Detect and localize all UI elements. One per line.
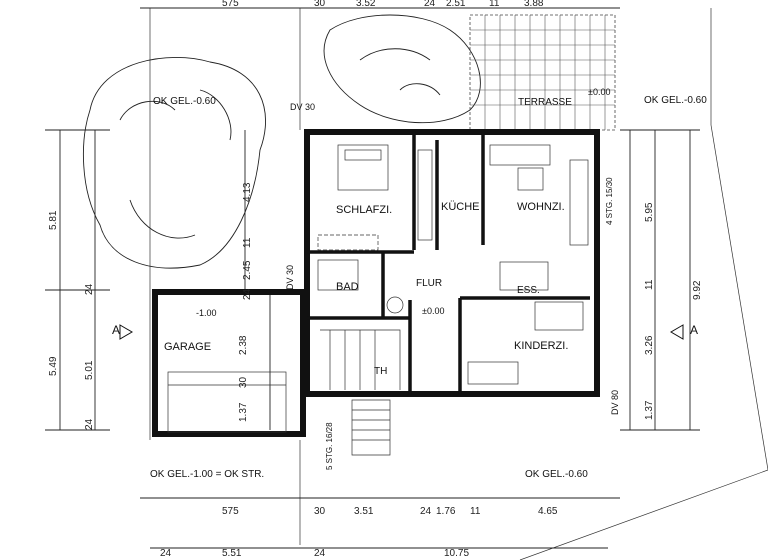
svg-text:5.81: 5.81: [48, 210, 59, 230]
svg-text:30: 30: [314, 0, 326, 9]
svg-text:5.51: 5.51: [222, 548, 242, 559]
level-terrasse: ±0.00: [588, 87, 610, 97]
section-arrow-right: [670, 324, 684, 340]
furniture: [317, 144, 589, 456]
svg-text:11: 11: [470, 506, 481, 517]
level-flur: ±0.00: [422, 306, 444, 316]
svg-text:9.92: 9.92: [692, 280, 703, 300]
svg-text:2.45: 2.45: [242, 260, 253, 280]
svg-text:2.51: 2.51: [446, 0, 466, 9]
svg-text:30: 30: [238, 376, 249, 388]
marker-dv-right: DV 80: [610, 390, 620, 415]
level-bottom-right: OK GEL.-0.60: [525, 469, 588, 480]
room-flur: FLUR: [416, 278, 442, 289]
svg-text:11: 11: [242, 237, 253, 248]
svg-text:3.26: 3.26: [644, 335, 655, 355]
svg-text:2.38: 2.38: [238, 335, 249, 355]
marker-dv-bad: DV 30: [285, 265, 295, 290]
svg-text:24: 24: [84, 283, 95, 295]
svg-text:3.52: 3.52: [356, 0, 376, 9]
level-bottom-left: OK GEL.-1.00 = OK STR.: [150, 469, 264, 480]
svg-text:1.37: 1.37: [644, 400, 655, 420]
svg-text:575: 575: [222, 506, 239, 517]
svg-text:5.95: 5.95: [644, 202, 655, 222]
garage-structure: [152, 289, 306, 437]
room-kueche: KÜCHE: [441, 201, 480, 213]
section-arrow-left: [119, 324, 133, 340]
svg-text:4.65: 4.65: [538, 506, 558, 517]
svg-text:5.49: 5.49: [48, 356, 59, 376]
svg-text:11: 11: [489, 0, 500, 9]
room-bad: BAD: [336, 281, 359, 293]
room-garage: GARAGE: [164, 341, 211, 353]
svg-text:24: 24: [84, 418, 95, 430]
lot-lines: [45, 7, 768, 560]
dims-bottom-2: 24 5.51 24 10.75: [160, 548, 469, 559]
dims-bottom-1: 575 30 3.51 24 1.76 11 4.65: [222, 506, 558, 517]
trees: [82, 14, 481, 269]
svg-text:575: 575: [222, 0, 239, 9]
svg-text:1.76: 1.76: [436, 506, 456, 517]
svg-text:10.75: 10.75: [444, 548, 469, 559]
svg-text:24: 24: [420, 506, 432, 517]
svg-text:1.37: 1.37: [238, 402, 249, 422]
room-wohnzi: WOHNZI.: [517, 201, 565, 213]
svg-text:24: 24: [242, 288, 253, 300]
svg-text:24: 24: [424, 0, 436, 9]
room-schlafzi: SCHLAFZI.: [336, 204, 392, 216]
marker-dv-top: DV 30: [290, 102, 315, 112]
section-right: A: [690, 323, 698, 337]
section-left: A: [112, 323, 120, 337]
level-top-right: OK GEL.-0.60: [644, 95, 707, 106]
dims-left-inner: 4.13 11 2.45 24 5.01 24: [84, 182, 253, 430]
marker-stg-front: 5 STG. 16/28: [325, 422, 334, 470]
dims-right-inner: 5.95 11 3.26 1.37: [644, 202, 655, 420]
dims-left-outer: 5.81 24 5.49: [48, 210, 95, 376]
dims-garage: 2.38 30 1.37: [238, 335, 249, 422]
svg-text:30: 30: [314, 506, 326, 517]
level-garage: -1.00: [196, 308, 217, 318]
room-kinderzi: KINDERZI.: [514, 340, 568, 352]
room-terrasse: TERRASSE: [518, 97, 572, 108]
room-ess: ESS.: [517, 285, 540, 296]
svg-text:3.88: 3.88: [524, 0, 544, 9]
dims-top: 575 30 3.52 24 2.51 11 3.88: [222, 0, 544, 9]
svg-text:5.01: 5.01: [84, 360, 95, 380]
dims-right-outer: 9.92: [692, 280, 703, 300]
level-top-left: OK GEL.-0.60: [153, 96, 216, 107]
marker-stg-right: 4 STG. 15/30: [605, 177, 614, 225]
svg-text:24: 24: [160, 548, 172, 559]
svg-text:24: 24: [314, 548, 326, 559]
svg-text:4.13: 4.13: [242, 182, 253, 202]
room-th: TH: [374, 366, 387, 377]
house-walls: [304, 129, 600, 397]
svg-text:11: 11: [644, 279, 655, 290]
terrace-hatch: [469, 14, 616, 131]
svg-text:3.51: 3.51: [354, 506, 374, 517]
